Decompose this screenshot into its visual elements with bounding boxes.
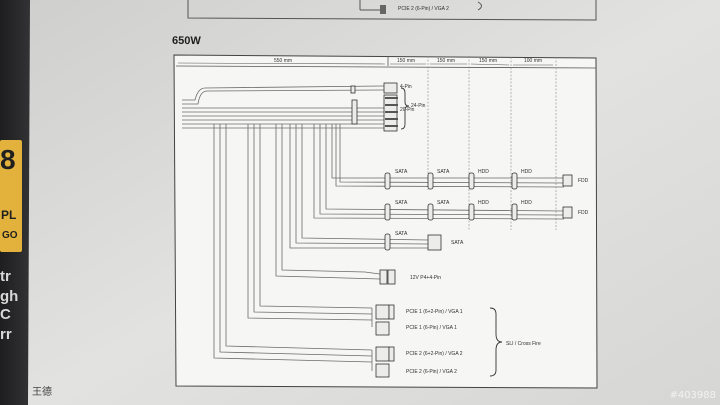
signature: 王德: [32, 387, 52, 398]
label-pcie2-6p2: PCIE 2 (6+2-Pin) / VGA 2: [406, 351, 463, 357]
box-badge-word: PL: [1, 208, 17, 222]
page-title: 650W: [171, 34, 201, 48]
watermark: #403988: [669, 390, 716, 401]
label-sata-3a: SATA: [395, 231, 408, 237]
col-header-150-b: 150 mm: [437, 58, 456, 64]
label-fdd-1: FDD: [578, 178, 589, 184]
top-pcie-label: PCIE 2 (6-Pin) / VGA 2: [398, 6, 449, 12]
col-header-100: 100 mm: [524, 58, 543, 64]
label-hdd-1b: HDD: [521, 169, 532, 175]
label-sata-1a: SATA: [395, 169, 408, 175]
label-4pin: 4-Pin: [400, 84, 412, 90]
label-hdd-2b: HDD: [521, 200, 532, 206]
label-sata-3b: SATA: [451, 240, 464, 246]
box-text-4: rr: [0, 326, 12, 343]
label-sli: SLI / Cross Fire: [506, 341, 541, 347]
box-text-2: gh: [0, 288, 19, 305]
label-pcie1-6: PCIE 1 (6-Pin) / VGA 1: [406, 325, 457, 331]
label-pcie2-6: PCIE 2 (6-Pin) / VGA 2: [406, 369, 457, 375]
box-text-1: tr: [0, 268, 11, 285]
box-badge: [0, 140, 22, 252]
box-badge-digit: 8: [0, 144, 16, 175]
label-fdd-2: FDD: [578, 210, 589, 216]
col-header-550: 550 mm: [274, 58, 293, 64]
col-header-150-c: 150 mm: [479, 58, 498, 64]
label-sata-2a: SATA: [395, 200, 408, 206]
label-20pin: 20-Pin: [400, 107, 415, 113]
box-badge-sub: GO: [2, 230, 18, 241]
label-sata-2b: SATA: [437, 200, 450, 206]
label-sata-1b: SATA: [437, 169, 450, 175]
label-24pin: 24-Pin: [411, 103, 426, 109]
col-header-150-a: 150 mm: [397, 58, 416, 64]
label-12v-p4: 12V P4+4-Pin: [410, 275, 441, 281]
label-pcie1-6p2: PCIE 1 (6+2-Pin) / VGA 1: [406, 309, 463, 315]
label-hdd-1a: HDD: [478, 169, 489, 175]
box-text-3: C: [0, 306, 11, 323]
label-hdd-2a: HDD: [478, 200, 489, 206]
